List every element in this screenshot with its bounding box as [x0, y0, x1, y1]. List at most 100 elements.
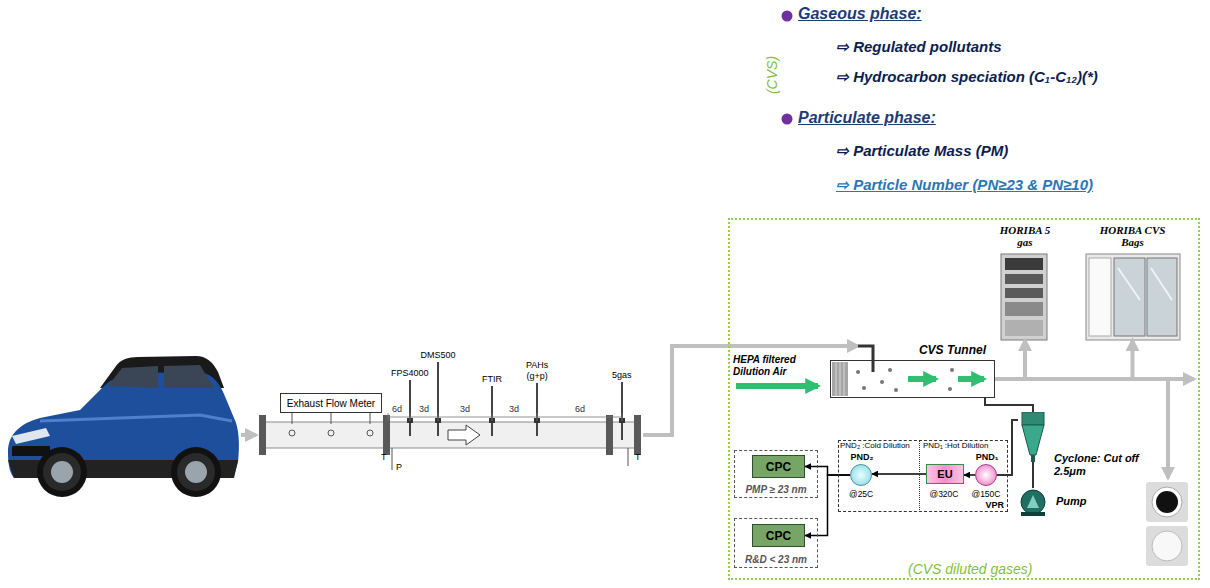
exhaust-pipe	[262, 422, 640, 448]
exhaust-pipe	[259, 413, 641, 455]
analyzer-illustration	[1005, 288, 1043, 298]
vpr-box: VPRPND₂ :Cold DilutionPND₂PND₁ :Hot Dilu…	[838, 440, 1008, 512]
analyzer-illustration	[1001, 254, 1047, 340]
sample-flow-arrow	[995, 340, 1025, 379]
cyclone: Cyclone: Cut off 2.5μm	[1018, 412, 1048, 462]
dimension-line	[388, 413, 622, 421]
sampling-probe	[407, 362, 625, 440]
tunnel-inlet	[856, 370, 860, 374]
cyclone-shape	[1031, 455, 1035, 462]
probe-label: DMS500	[421, 350, 456, 360]
dilution-air-arrow	[736, 383, 818, 389]
heading-text: Particulate phase:	[798, 109, 936, 127]
cpc-box: CPC	[752, 524, 805, 547]
temperature-label: @150C	[972, 489, 1001, 499]
analyzer-cabinet: HORIBA 5 gas	[995, 222, 1055, 340]
car-illustration	[8, 356, 239, 497]
analyzer-illustration	[1001, 254, 1047, 340]
bullet-dot	[782, 114, 793, 125]
flow-arrow	[1132, 377, 1194, 381]
counter-frame: PMP ≥ 23 nm CPC	[734, 450, 818, 498]
node-label: PND₂ :Cold Dilution	[840, 441, 910, 450]
heading-text: Gaseous phase:	[798, 5, 922, 23]
node-label: CVS Tunnel	[919, 343, 986, 357]
tunnel-inlet	[888, 368, 892, 372]
probe-label: FPS4000	[391, 368, 429, 378]
flow-arrow	[241, 346, 1194, 478]
flow-meter-box: Exhaust Flow Meter	[280, 393, 382, 413]
exhaust-pipe	[634, 415, 641, 455]
dimension-line	[392, 448, 628, 470]
connector	[985, 398, 1033, 412]
car-illustration	[12, 428, 50, 444]
pump-shape	[1018, 488, 1048, 516]
pump-shape	[1021, 512, 1045, 516]
exhaust-pipe	[448, 425, 480, 445]
node-label: EU	[937, 468, 952, 480]
node-label: CPC	[766, 460, 791, 474]
dilution-air-arrow	[908, 376, 936, 382]
list-item: ⇨ Hydrocarbon speciation (C₁-C₁₂)(*)	[836, 68, 1098, 86]
exhaust-pipe	[367, 430, 373, 436]
tunnel-inlet	[836, 362, 844, 396]
dimension-label: 6d	[575, 404, 585, 414]
connector	[805, 467, 850, 476]
exhaust-pipe	[328, 430, 334, 436]
dilution-air-arrow	[958, 376, 984, 382]
cvs-region: (CVS diluted gases)HORIBA 5 gasHORIBA CV…	[728, 218, 1200, 580]
dimension-label: 3d	[460, 404, 470, 414]
sampling-probe	[410, 362, 622, 440]
exhaust-pipe	[289, 430, 295, 436]
node-label: R&D < 23 nm	[735, 554, 817, 565]
tunnel-inlet	[950, 368, 954, 372]
cyclone-shape	[1022, 412, 1044, 425]
cvs-tunnel: CVS Tunnel	[830, 360, 995, 398]
tunnel-inlet	[862, 386, 866, 390]
dimension-label: 3d	[509, 404, 519, 414]
node-label: Exhaust Flow Meter	[287, 398, 375, 409]
filter-sample	[1152, 487, 1182, 517]
dimension-label: 6d	[392, 404, 402, 414]
filter-sample	[1146, 482, 1188, 566]
temperature-label: @25C	[849, 489, 873, 499]
analyzer-illustration	[1005, 274, 1043, 284]
counter-frame: R&D < 23 nm CPC	[734, 518, 818, 568]
flow-arrow	[1166, 379, 1170, 478]
car-illustration	[164, 365, 214, 388]
list-item: ⇨ Particulate Mass (PM)	[836, 142, 1008, 160]
list-item: ⇨ Regulated pollutants	[836, 38, 1002, 56]
bullet-dot	[782, 11, 793, 125]
exhaust-pipe	[292, 413, 370, 424]
pump-shape	[1021, 490, 1045, 514]
tunnel-inlet	[858, 346, 873, 372]
node-label: PMP ≥ 23 nm	[735, 484, 817, 495]
probe-label: PAHs	[526, 360, 548, 370]
analyzer-illustration	[1005, 302, 1043, 316]
probe-label: 5gas	[612, 370, 632, 380]
node-label: Cyclone: Cut off 2.5μm	[1054, 452, 1144, 478]
dilution-stage: PND₂ :Cold DilutionPND₂	[838, 440, 920, 512]
bag-cabinet-illustration	[1089, 258, 1111, 336]
sensor-label: T	[635, 452, 641, 462]
probe-label: FTIR	[482, 374, 502, 384]
car-illustration	[51, 461, 73, 483]
tunnel-inlet	[894, 388, 898, 392]
car-illustration	[37, 447, 87, 497]
bag-cabinet-illustration	[1086, 254, 1180, 340]
bag-cabinet-illustration	[1118, 268, 1172, 300]
dilution-circle: PND₁	[975, 464, 997, 486]
cpc-box: CPC	[752, 455, 805, 478]
filter-sample	[1156, 491, 1178, 513]
car-illustration	[177, 453, 215, 491]
sensor-label: P	[396, 462, 402, 472]
connector	[872, 473, 926, 475]
pump: Pump	[1018, 488, 1048, 516]
flow-arrow	[643, 346, 858, 435]
cyclone-shape	[1018, 412, 1048, 462]
node-label: VPR	[985, 500, 1004, 510]
sensor-label: T	[381, 452, 387, 462]
temperature-label: @320C	[930, 489, 959, 499]
cyclone-shape	[1022, 425, 1044, 455]
